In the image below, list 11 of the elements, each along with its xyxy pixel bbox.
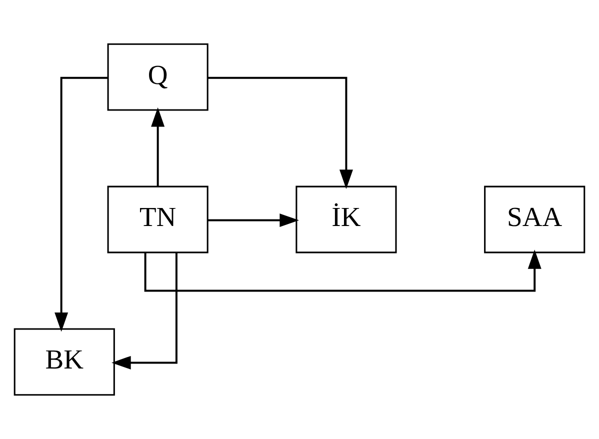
arrow <box>208 76 353 189</box>
node-box: SAA <box>484 186 586 254</box>
arrow <box>54 76 108 332</box>
node-box: BK <box>14 328 115 396</box>
arrow <box>144 250 542 292</box>
node-box: TN <box>107 186 208 254</box>
node-box: Q <box>107 43 208 111</box>
arrow <box>151 107 165 186</box>
arrow <box>112 252 178 370</box>
arrow <box>208 214 299 228</box>
node-box: İK <box>296 186 397 254</box>
